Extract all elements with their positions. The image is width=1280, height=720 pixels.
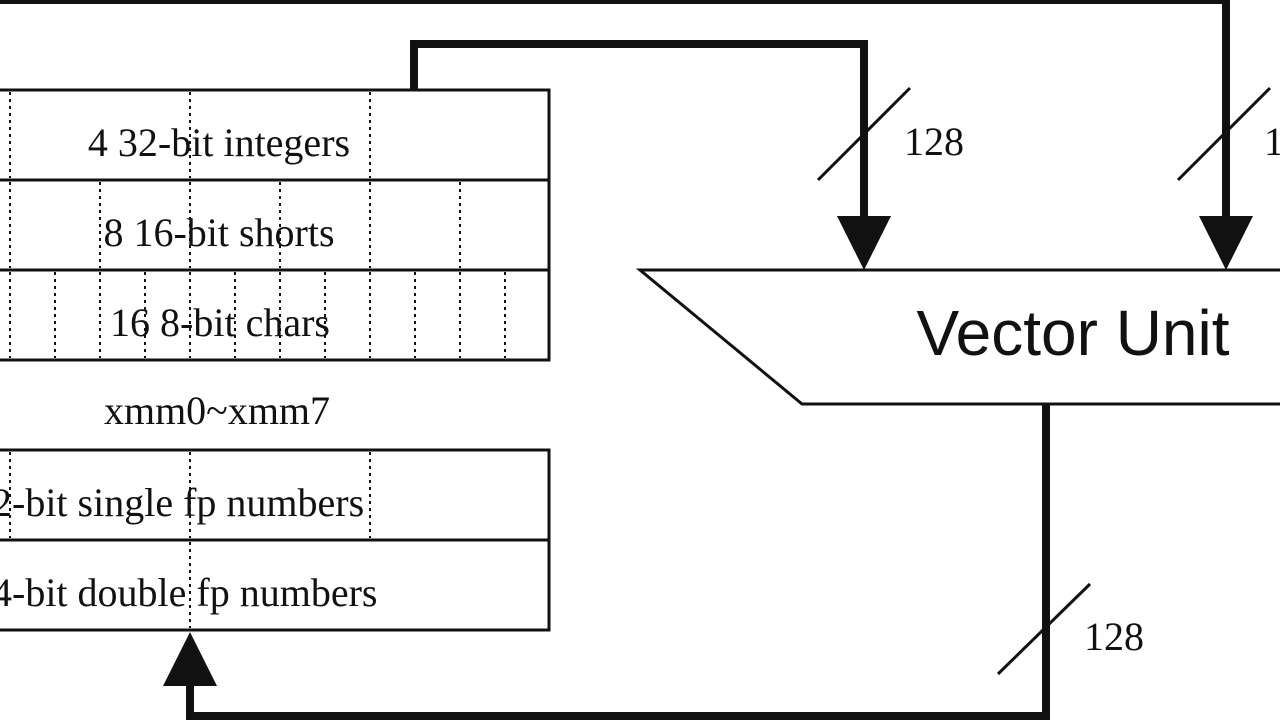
lane-dividers-single-fp [9, 452, 371, 538]
lane-dividers-integers [9, 92, 371, 178]
bus-input-b-line [0, 0, 1230, 222]
register-block-top: 4 32-bit integers 8 16-bit shorts 16 8-b… [0, 88, 551, 362]
bus-input-b-width-slash [1176, 86, 1272, 182]
register-block-bottom: 2-bit single fp numbers 4-bit double fp … [0, 448, 551, 632]
bus-input-a-width-slash [816, 86, 912, 182]
bus-input-b: 1 [0, 0, 1280, 270]
lane-dividers-chars [9, 272, 506, 358]
vector-unit-label: Vector Unit [916, 297, 1229, 369]
register-block-top-frame [0, 88, 551, 362]
row-label-single-fp: 2-bit single fp numbers [0, 480, 364, 525]
bus-output-width-slash [996, 582, 1092, 676]
vector-unit: Vector Unit [635, 268, 1280, 406]
register-file-caption: xmm0~xmm7 [104, 388, 330, 433]
bus-input-b-arrowhead [1199, 216, 1253, 270]
bus-output-width-label: 128 [1084, 614, 1144, 659]
bus-input-a-arrowhead [837, 216, 891, 270]
bus-input-a-width-label: 128 [904, 119, 964, 164]
row-label-chars: 16 8-bit chars [110, 300, 330, 345]
row-label-shorts: 8 16-bit shorts [103, 210, 334, 255]
bus-output-line [186, 404, 1050, 720]
vector-unit-shape [635, 268, 1280, 406]
bus-output-arrowhead [163, 632, 217, 686]
lane-dividers-shorts [9, 182, 461, 268]
row-label-integers: 4 32-bit integers [88, 120, 350, 165]
bus-input-a: 128 [410, 40, 964, 270]
row-label-double-fp: 4-bit double fp numbers [0, 570, 378, 615]
bus-input-a-line [410, 40, 868, 222]
bus-output: 128 [163, 404, 1144, 720]
bus-input-b-width-label: 1 [1264, 119, 1280, 164]
